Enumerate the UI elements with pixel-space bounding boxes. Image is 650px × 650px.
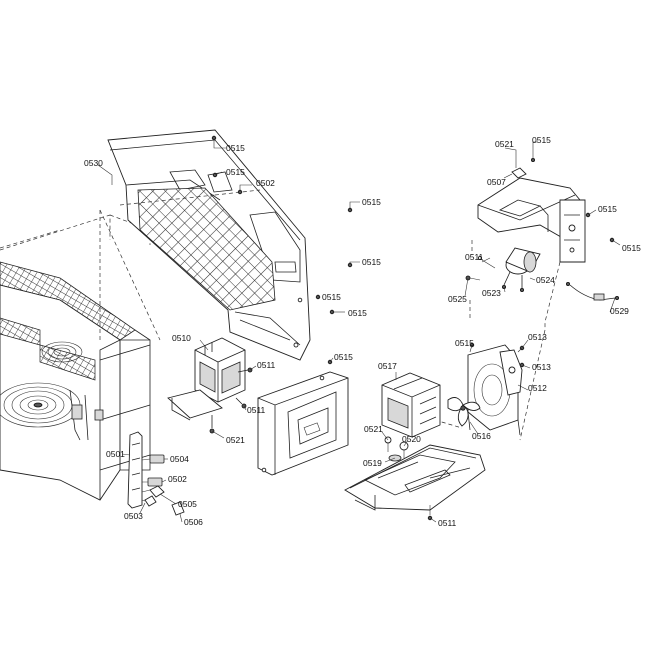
fan-bracket-top bbox=[477, 148, 586, 263]
label-0503: 0503 bbox=[124, 511, 143, 521]
label-0506: 0506 bbox=[184, 517, 203, 527]
label-0521: 0521 bbox=[495, 139, 514, 149]
label-0519: 0519 bbox=[363, 458, 382, 468]
label-0511: 0511 bbox=[465, 252, 484, 262]
label-0521: 0521 bbox=[364, 424, 383, 434]
label-0517: 0517 bbox=[378, 361, 397, 371]
label-0502: 0502 bbox=[168, 474, 187, 484]
leader-lines bbox=[97, 138, 621, 523]
switch-0505 bbox=[149, 485, 165, 498]
label-0502: 0502 bbox=[256, 178, 275, 188]
part-labels: 0515 0530 0515 0502 0515 0515 0515 0515 … bbox=[84, 135, 641, 528]
label-0515: 0515 bbox=[226, 143, 245, 153]
back-panel-0530 bbox=[107, 129, 311, 361]
label-0525: 0525 bbox=[448, 294, 467, 304]
interlock-switch-assembly bbox=[127, 431, 185, 516]
label-0515: 0515 bbox=[348, 308, 367, 318]
label-0515: 0515 bbox=[532, 135, 551, 145]
turntable-floor bbox=[0, 382, 81, 428]
label-0521: 0521 bbox=[226, 435, 245, 445]
label-0504: 0504 bbox=[170, 454, 189, 464]
label-0515: 0515 bbox=[455, 338, 474, 348]
fan-blade-0516 bbox=[447, 397, 481, 427]
cavity-assembly bbox=[0, 214, 151, 501]
label-0530: 0530 bbox=[84, 158, 103, 168]
label-0516: 0516 bbox=[472, 431, 491, 441]
switch-0504 bbox=[149, 454, 165, 464]
label-0513: 0513 bbox=[532, 362, 551, 372]
label-0511: 0511 bbox=[438, 518, 457, 528]
label-0507: 0507 bbox=[487, 177, 506, 187]
label-0515: 0515 bbox=[598, 204, 617, 214]
switch-0502 bbox=[147, 477, 163, 487]
label-0515: 0515 bbox=[622, 243, 641, 253]
base-plate bbox=[344, 436, 486, 521]
label-0520: 0520 bbox=[402, 434, 421, 444]
label-0515: 0515 bbox=[362, 197, 381, 207]
label-0510: 0510 bbox=[172, 333, 191, 343]
fan-motor-0524 bbox=[465, 247, 541, 292]
turntable-top bbox=[41, 341, 83, 363]
label-0511: 0511 bbox=[247, 405, 266, 415]
label-0524: 0524 bbox=[536, 275, 555, 285]
magnetron-0517 bbox=[381, 372, 441, 438]
label-0515: 0515 bbox=[362, 257, 381, 267]
label-0523: 0523 bbox=[482, 288, 501, 298]
label-0515: 0515 bbox=[334, 352, 353, 362]
label-0513: 0513 bbox=[528, 332, 547, 342]
label-0512: 0512 bbox=[528, 383, 547, 393]
center-panel-bracket bbox=[257, 371, 349, 476]
fan-shroud-0512 bbox=[467, 344, 523, 436]
part-0503 bbox=[144, 495, 157, 507]
transformer-0510 bbox=[167, 337, 253, 434]
label-0515: 0515 bbox=[226, 167, 245, 177]
back-panel-mesh bbox=[137, 187, 276, 311]
label-0529: 0529 bbox=[610, 306, 629, 316]
label-0515: 0515 bbox=[322, 292, 341, 302]
cavity-vent-strip-2 bbox=[39, 344, 96, 381]
label-0511: 0511 bbox=[257, 360, 276, 370]
part-0506 bbox=[171, 501, 185, 516]
label-0505: 0505 bbox=[178, 499, 197, 509]
wire-harness-0529 bbox=[566, 281, 620, 301]
label-0501: 0501 bbox=[106, 449, 125, 459]
